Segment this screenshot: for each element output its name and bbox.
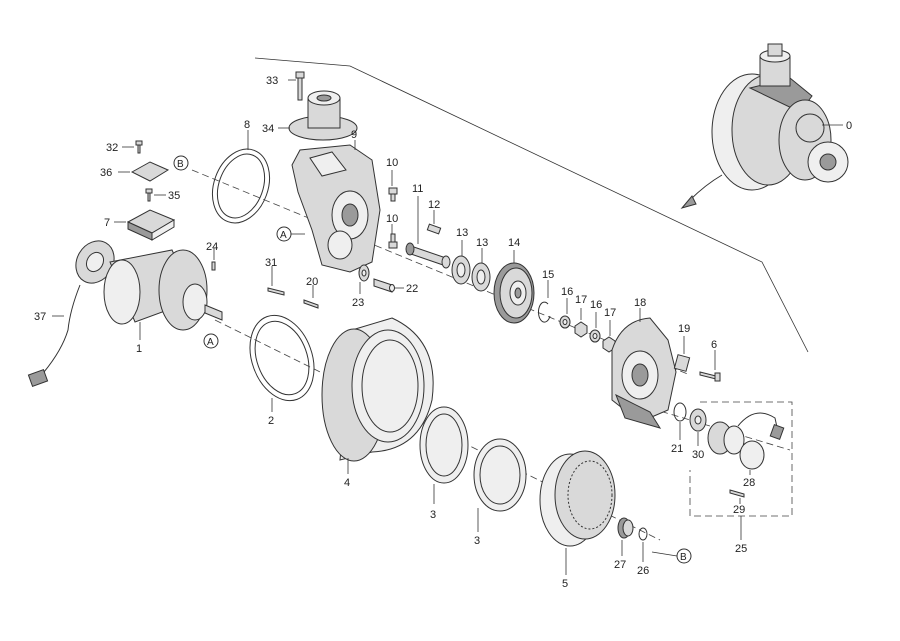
part-20-screw [303, 285, 319, 309]
part-13-bearings [451, 240, 491, 292]
part-11-shaft [405, 196, 451, 269]
label-part-30: 30 [692, 449, 704, 461]
part-4-tire [321, 317, 434, 474]
label-part-13b: 13 [476, 237, 488, 249]
label-part-33: 33 [266, 75, 278, 87]
label-part-5: 5 [562, 578, 568, 590]
part-26-ring [638, 527, 648, 562]
part-32-screw [122, 140, 143, 154]
label-part-24: 24 [206, 241, 218, 253]
part-1-motor [103, 249, 223, 340]
label-part-29: 29 [733, 504, 745, 516]
label-part-12: 12 [428, 199, 440, 211]
part-19-bracket [673, 336, 691, 372]
part-labels: 0 1 2 3 3 4 5 6 7 8 9 10 10 11 12 13 13 … [34, 75, 852, 590]
label-part-3b: 3 [474, 535, 480, 547]
part-15-circlip [538, 280, 551, 323]
part-29-screw [729, 489, 745, 504]
part-18-cover [611, 308, 677, 429]
label-part-25: 25 [735, 543, 747, 555]
label-part-10a: 10 [386, 157, 398, 169]
svg-text:B: B [680, 552, 687, 563]
label-part-6: 6 [711, 339, 717, 351]
ref-mark-a-upper: A [276, 226, 305, 242]
part-37-sensor-cable [27, 240, 115, 388]
label-part-7: 7 [104, 217, 110, 229]
part-35-screw [145, 188, 166, 202]
label-part-17a: 17 [575, 294, 587, 306]
label-part-16b: 16 [590, 299, 602, 311]
label-part-2: 2 [268, 415, 274, 427]
label-part-8: 8 [244, 119, 250, 131]
part-27-pinion [617, 517, 634, 556]
label-part-10b: 10 [386, 213, 398, 225]
svg-text:A: A [280, 230, 287, 241]
part-31-screw [267, 266, 285, 296]
part-25-sensor-assembly [689, 401, 793, 540]
label-part-9: 9 [351, 129, 357, 141]
ref-mark-a-lower: A [203, 333, 219, 349]
part-24-pin [211, 248, 216, 271]
part-36-plate [118, 161, 170, 182]
part-22-pin [373, 278, 404, 293]
part-33-bolt [288, 71, 305, 101]
label-part-36: 36 [100, 167, 112, 179]
part-34-flange [278, 90, 358, 141]
label-part-16a: 16 [561, 286, 573, 298]
label-part-18: 18 [634, 297, 646, 309]
ref-mark-b-lower: B [651, 548, 692, 564]
label-part-14: 14 [508, 237, 520, 249]
part-2-gasket [249, 314, 315, 412]
part-6-screw [699, 350, 721, 382]
part-9-gear-housing [291, 140, 381, 273]
label-part-15: 15 [542, 269, 554, 281]
label-part-3a: 3 [430, 509, 436, 521]
label-part-34: 34 [262, 123, 274, 135]
part-23-washer [358, 264, 370, 294]
label-part-32: 32 [106, 142, 118, 154]
label-part-1: 1 [136, 343, 142, 355]
label-part-31: 31 [265, 257, 277, 269]
axis-line-upper [191, 169, 691, 376]
label-part-4: 4 [344, 477, 350, 489]
part-28-cap [739, 440, 765, 475]
label-part-21: 21 [671, 443, 683, 455]
label-part-19: 19 [678, 323, 690, 335]
part-12-key [426, 210, 442, 235]
svg-text:A: A [207, 337, 214, 348]
label-part-35: 35 [168, 190, 180, 202]
label-part-23: 23 [352, 297, 364, 309]
part-3-rings [419, 406, 527, 532]
label-part-27: 27 [614, 559, 626, 571]
part-0-assembled-unit [680, 43, 849, 209]
label-part-37: 37 [34, 311, 46, 323]
assembly-boundary-line [254, 57, 809, 353]
label-part-0: 0 [846, 120, 852, 132]
label-part-13a: 13 [456, 227, 468, 239]
label-part-20: 20 [306, 276, 318, 288]
part-8-seal-ring [211, 130, 271, 224]
reference-marks: A A B B [173, 155, 692, 564]
label-part-22: 22 [406, 283, 418, 295]
label-part-28: 28 [743, 477, 755, 489]
part-21-ring [673, 402, 687, 440]
part-5-ring-gear [539, 450, 616, 575]
part-10-screws [388, 170, 398, 249]
part-sensor-housing [707, 412, 785, 455]
svg-text:B: B [177, 159, 184, 170]
part-7-terminal-block [114, 209, 176, 241]
label-part-17b: 17 [604, 307, 616, 319]
label-part-11: 11 [412, 183, 423, 195]
ref-mark-b-upper: B [173, 155, 189, 171]
part-14-gear [493, 250, 535, 324]
label-part-26: 26 [637, 565, 649, 577]
part-30-magnet [689, 408, 707, 446]
